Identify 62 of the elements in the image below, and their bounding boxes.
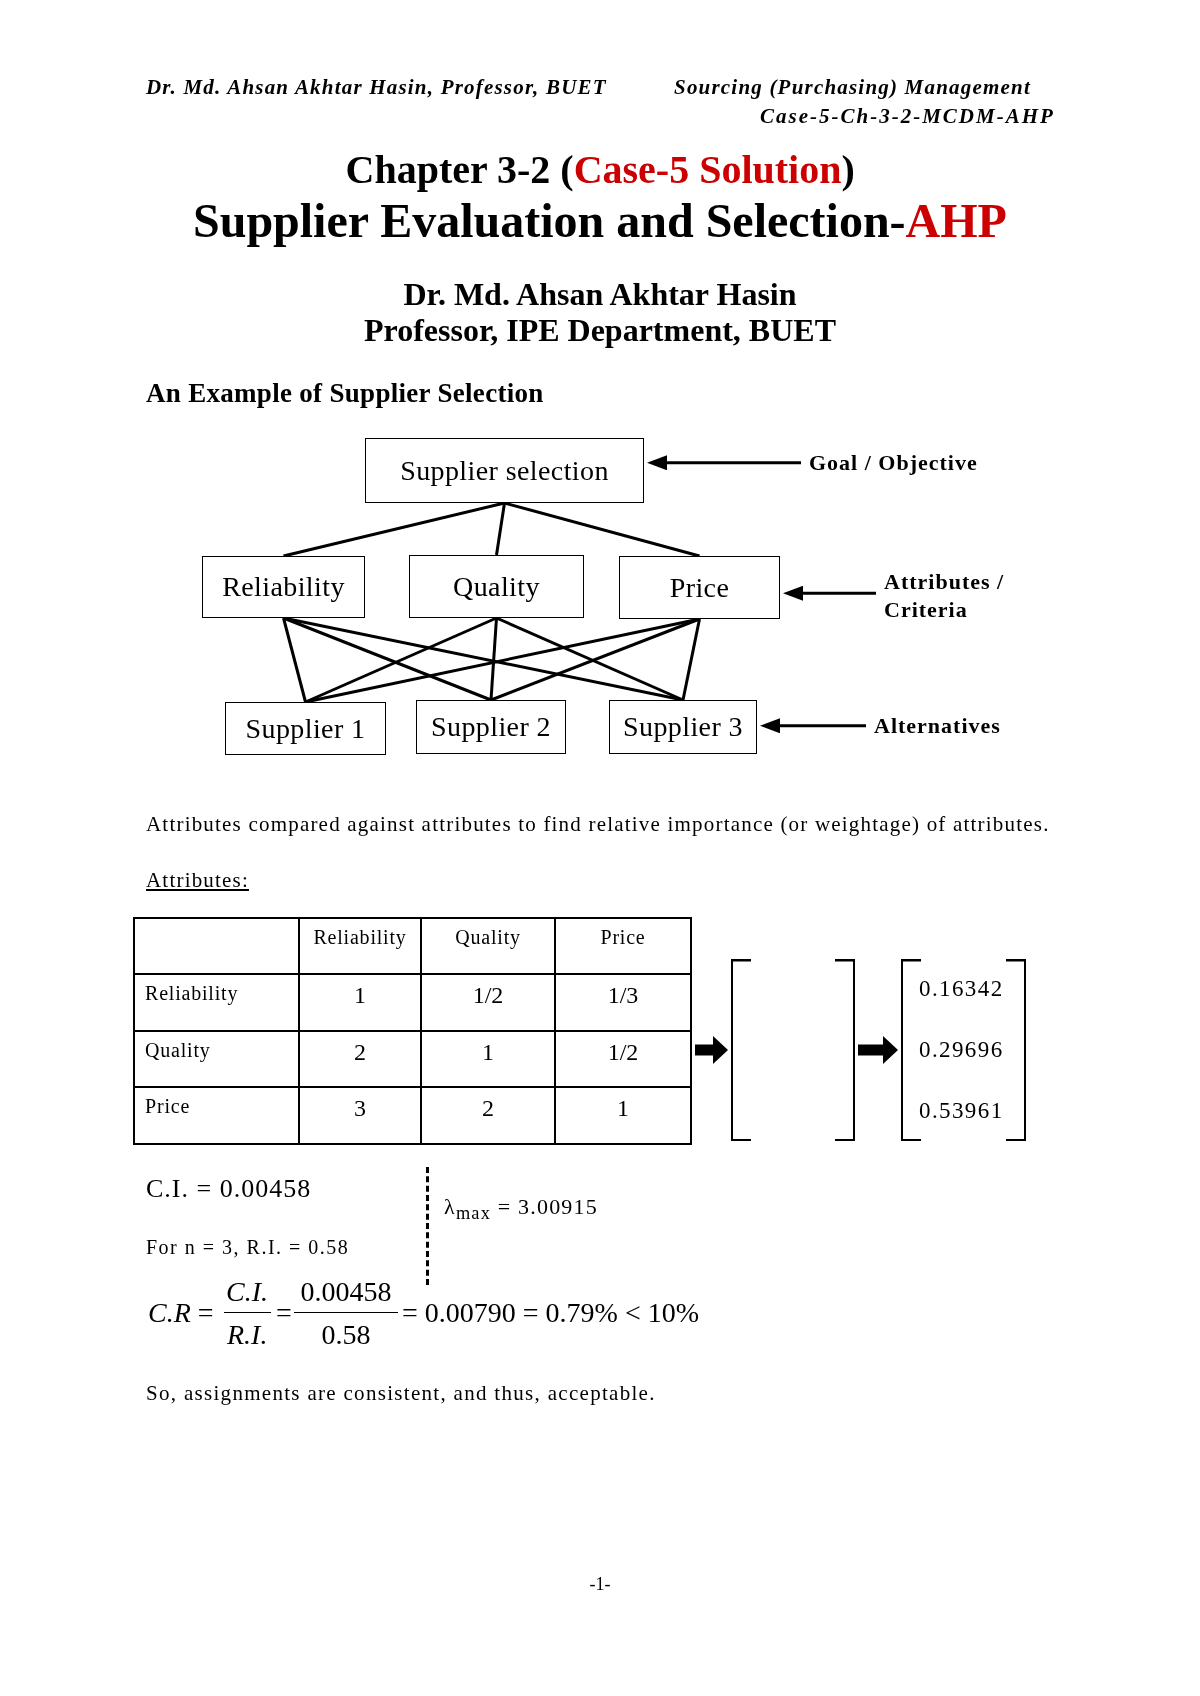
alternative-box: Supplier 2 (416, 700, 566, 754)
vector-value: 0.16342 (919, 975, 1004, 1003)
table-cell: 1/2 (555, 1031, 691, 1087)
fraction-denominator: R.I. (227, 1318, 268, 1352)
page-title: Supplier Evaluation and Selection-AHP (193, 193, 1007, 249)
criterion-box: Reliability (202, 556, 365, 618)
equation-text: = 0.00790 = 0.79% < 10% (402, 1296, 700, 1330)
table-cell: 1/2 (421, 974, 555, 1031)
fraction-numerator: 0.00458 (300, 1275, 392, 1309)
alternative-box: Supplier 3 (609, 700, 757, 754)
alternative-box: Supplier 1 (225, 702, 386, 755)
criterion-box: Price (619, 556, 780, 619)
fraction-denominator: 0.58 (321, 1318, 371, 1352)
arrow (783, 585, 876, 601)
table-cell: 3 (299, 1087, 421, 1144)
fraction-numerator: C.I. (226, 1275, 268, 1309)
row-header: Quality (134, 1031, 299, 1087)
running-header: Dr. Md. Ahsan Akhtar Hasin, Professor, BUET (146, 74, 607, 100)
equation-text: = (276, 1296, 292, 1330)
vector-value: 0.29696 (919, 1036, 1004, 1064)
level-label: Alternatives (874, 711, 1001, 741)
row-header: Price (134, 1087, 299, 1144)
author-affiliation: Professor, IPE Department, BUET (364, 311, 836, 350)
page-number: -1- (589, 1574, 611, 1596)
level-label: Attributes / Criteria (884, 567, 1024, 625)
column-header: Price (555, 918, 691, 974)
connector-line (283, 501, 505, 558)
table-cell: 1 (421, 1031, 555, 1087)
arrow (760, 718, 866, 734)
body-text: So, assignments are consistent, and thus, acceptable. (146, 1380, 656, 1406)
equation-text: C.R = (148, 1296, 214, 1330)
column-header: Quality (421, 918, 555, 974)
table-cell: 2 (421, 1087, 555, 1144)
equation-text: C.I. = 0.00458 (146, 1172, 312, 1204)
row-header: Reliability (134, 974, 299, 1031)
block-arrow (858, 1036, 898, 1064)
equation-text: λ$_{max}$ = 3.00915 (444, 1193, 598, 1225)
level-label: Goal / Objective (809, 448, 978, 478)
chapter-heading: Chapter 3-2 (Case-5 Solution) (345, 146, 855, 194)
connector-line (282, 617, 307, 703)
table-cell: 1 (299, 974, 421, 1031)
author-name: Dr. Md. Ahsan Akhtar Hasin (403, 275, 797, 314)
section-heading: An Example of Supplier Selection (146, 377, 544, 410)
running-header: Sourcing (Purchasing) Management (674, 74, 1031, 100)
connector-line (504, 501, 700, 558)
table-cell: 1 (555, 1087, 691, 1144)
body-text: Attributes compared against attributes to find relative importance (or weightage) of attributes. (146, 811, 1050, 837)
subheading: Attributes: (146, 867, 250, 893)
running-header: Case-5-Ch-3-2-MCDM-AHP (760, 103, 1055, 129)
block-arrow (695, 1036, 728, 1064)
equation-text: For n = 3, R.I. = 0.58 (146, 1235, 350, 1259)
table-cell: 1/3 (555, 974, 691, 1031)
column-header: Reliability (299, 918, 421, 974)
vector-value: 0.53961 (919, 1096, 1004, 1125)
arrow (647, 455, 801, 471)
table-cell: 2 (299, 1031, 421, 1087)
connector-line (681, 618, 701, 701)
connector-line (489, 617, 498, 701)
criterion-box: Quality (409, 555, 584, 618)
comparison-table (133, 917, 692, 1145)
connector-line (495, 502, 506, 556)
goal-box: Supplier selection (365, 438, 644, 503)
